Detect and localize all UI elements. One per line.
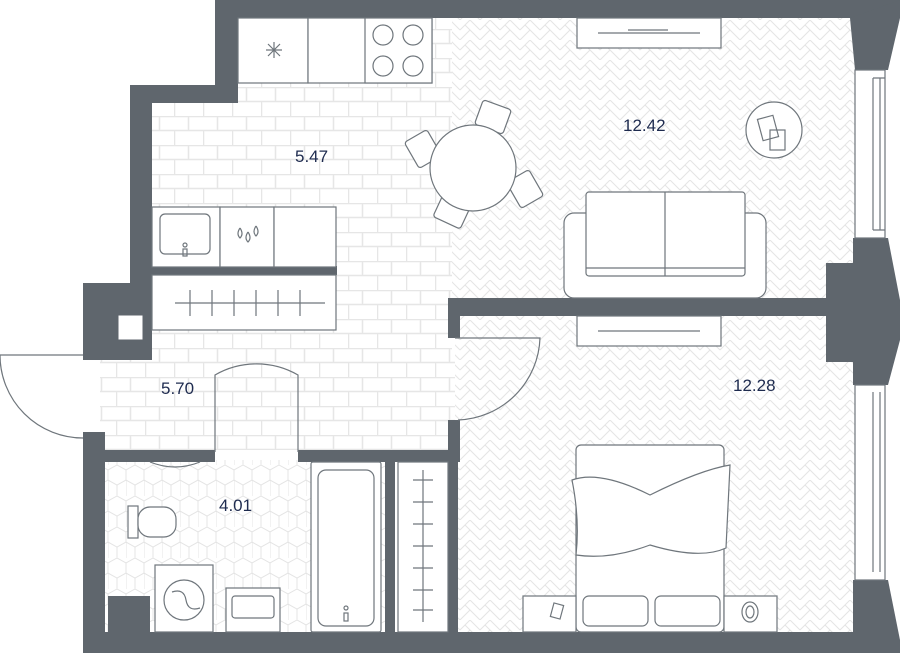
bathroom-fixtures — [127, 461, 449, 633]
hallway-floor — [100, 355, 455, 450]
stove — [364, 17, 433, 84]
walls — [83, 0, 900, 653]
cabinet — [273, 206, 337, 268]
living-furniture — [563, 17, 803, 299]
dishwasher — [219, 206, 275, 268]
bedroom-furniture — [522, 315, 778, 633]
area-label-kitchen: 5.47 — [295, 147, 328, 166]
toilet — [137, 506, 177, 538]
doors[interactable] — [0, 337, 541, 452]
sink — [159, 213, 211, 255]
nightstand-right — [723, 595, 778, 633]
bedroom-door[interactable] — [455, 337, 541, 421]
dining-table — [404, 99, 544, 229]
bathtub — [310, 461, 382, 633]
sink-cabinet — [151, 206, 221, 268]
shaft — [117, 314, 144, 341]
bathroom-door[interactable] — [214, 363, 299, 452]
area-labels: 5.47 12.42 5.70 12.28 4.01 — [161, 116, 776, 515]
washbasin — [225, 587, 281, 633]
door-swing — [149, 461, 201, 468]
nightstand-left — [522, 595, 577, 633]
area-label-hallway: 5.70 — [161, 379, 194, 398]
entrance-door[interactable] — [0, 354, 84, 439]
area-label-living-room: 12.42 — [623, 116, 666, 135]
kitchen-fixtures — [151, 17, 433, 331]
toilet-tank — [127, 505, 139, 539]
area-label-bathroom: 4.01 — [219, 496, 252, 515]
area-label-bedroom: 12.28 — [733, 376, 776, 395]
washing-machine — [154, 564, 214, 633]
windows — [854, 69, 886, 581]
